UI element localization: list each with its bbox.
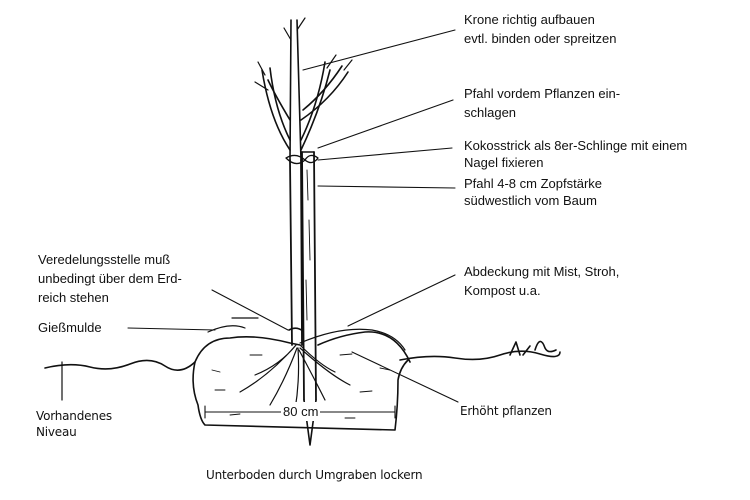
label-graft-line3: reich stehen	[38, 290, 109, 305]
mulch-cover	[299, 328, 406, 351]
label-width: 80 cm	[281, 402, 321, 421]
soil-texture	[211, 353, 391, 419]
label-coconut-rope-line2: Nagel fixieren	[464, 155, 544, 170]
label-stake-size-line2: südwestlich vom Baum	[464, 193, 597, 208]
stake	[301, 151, 317, 401]
label-mulch-line1: Abdeckung mit Mist, Stroh,	[464, 264, 620, 279]
label-stake-size: Pfahl 4-8 cm Zopfstärke südwestlich vom …	[464, 175, 602, 209]
label-graft-line1: Veredelungsstelle muß	[38, 252, 171, 267]
crown-leader	[289, 19, 302, 161]
tree-trunk	[289, 159, 303, 346]
leader-stake-size	[317, 185, 456, 189]
basin-dip	[207, 317, 259, 333]
label-existing-level: Vorhandenes Niveau	[36, 408, 112, 440]
crown-branch-right-2	[300, 65, 349, 121]
planting-pit	[192, 359, 409, 431]
crown-twigs	[254, 17, 353, 91]
ground-line-left	[44, 359, 196, 371]
crown-branch-left	[261, 67, 291, 151]
label-graft-line2: unbedingt über dem Erd-	[38, 271, 182, 286]
label-stake-before-line2: schlagen	[464, 105, 517, 120]
label-coconut-rope-line1: Kokosstrick als 8er-Schlinge mit einem	[464, 138, 688, 153]
label-stake-size-line1: Pfahl 4-8 cm Zopfstärke	[464, 176, 602, 191]
leader-raised	[351, 351, 459, 403]
graft-union	[288, 327, 304, 332]
label-basin-text: Gießmulde	[38, 320, 102, 335]
leader-mulch	[347, 274, 456, 327]
leader-rope	[317, 147, 453, 161]
label-existing-level-line2: Niveau	[36, 425, 77, 439]
label-coconut-rope: Kokosstrick als 8er-Schlinge mit einem N…	[464, 137, 687, 171]
label-raised-text: Erhöht pflanzen	[460, 404, 552, 418]
label-graft: Veredelungsstelle muß unbedingt über dem…	[38, 250, 182, 307]
coconut-rope	[285, 154, 319, 165]
leader-basin	[127, 327, 216, 331]
label-width-text: 80 cm	[283, 404, 319, 419]
leader-crown	[302, 29, 456, 71]
label-mulch-line2: Kompost u.a.	[464, 283, 541, 298]
leader-stake-before	[317, 99, 454, 149]
label-crown-line1: Krone richtig aufbauen	[464, 12, 595, 27]
label-stake-before-line1: Pfahl vordem Pflanzen ein-	[464, 86, 621, 101]
crown-branch-left-2	[267, 79, 291, 121]
label-raised: Erhöht pflanzen	[460, 402, 552, 421]
label-stake-before: Pfahl vordem Pflanzen ein- schlagen	[464, 84, 620, 122]
leader-graft	[211, 289, 289, 331]
label-existing-level-line1: Vorhandenes	[36, 409, 112, 423]
label-subsoil-text: Unterboden durch Umgraben lockern	[206, 468, 423, 482]
label-crown-line2: evtl. binden oder spreitzen	[464, 31, 617, 46]
ground-line-right	[399, 350, 561, 361]
roots	[239, 344, 351, 411]
label-subsoil: Unterboden durch Umgraben lockern	[206, 466, 423, 485]
label-mulch: Abdeckung mit Mist, Stroh, Kompost u.a.	[464, 262, 619, 300]
label-crown: Krone richtig aufbauen evtl. binden oder…	[464, 10, 616, 48]
crown-branch-right-1	[300, 61, 331, 151]
stake-grain	[305, 169, 311, 321]
label-basin: Gießmulde	[38, 318, 102, 337]
ground-tuft-right	[509, 340, 557, 356]
mound	[194, 331, 411, 363]
